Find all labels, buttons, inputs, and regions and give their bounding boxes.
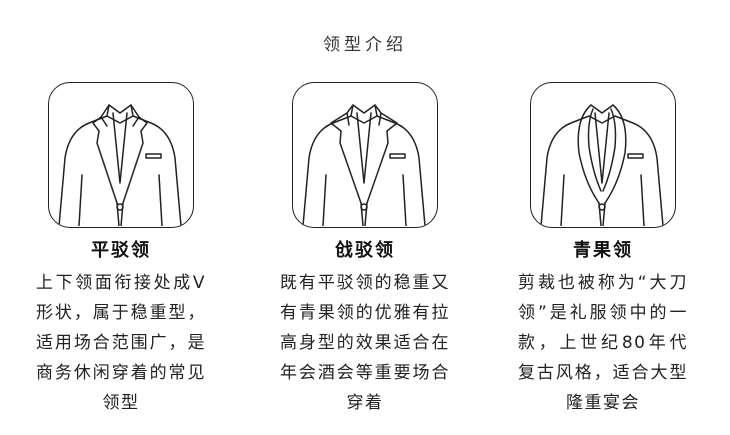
lapel-name: 戗驳领	[335, 240, 395, 261]
lapel-description: 既有平驳领的稳重又有青果领的优雅有拉高身型的效果适合在年会酒会等重要场合穿着	[280, 273, 450, 413]
lapel-card-peak: 戗驳领 既有平驳领的稳重又有青果领的优雅有拉高身型的效果适合在年会酒会等重要场合…	[260, 82, 470, 418]
lapel-name: 青果领	[573, 240, 633, 261]
lapel-card-shawl: 青果领 剪裁也被称为“大刀领”是礼服领中的一款，上世纪80年代复古风格，适合大型…	[498, 82, 708, 418]
peak-lapel-jacket-icon	[292, 82, 438, 228]
notch-lapel-jacket-icon	[48, 82, 194, 228]
page-title: 领型介绍	[323, 35, 407, 55]
shawl-lapel-jacket-icon	[530, 82, 676, 228]
lapel-card-notch: 平驳领 上下领面衔接处成V形状，属于稳重型，适用场合范围广，是商务休闲穿着的常见…	[16, 82, 226, 418]
lapel-description: 剪裁也被称为“大刀领”是礼服领中的一款，上世纪80年代复古风格，适合大型隆重宴会	[518, 273, 688, 413]
lapel-name: 平驳领	[91, 240, 151, 261]
lapel-description: 上下领面衔接处成V形状，属于稳重型，适用场合范围广，是商务休闲穿着的常见领型	[36, 273, 206, 413]
